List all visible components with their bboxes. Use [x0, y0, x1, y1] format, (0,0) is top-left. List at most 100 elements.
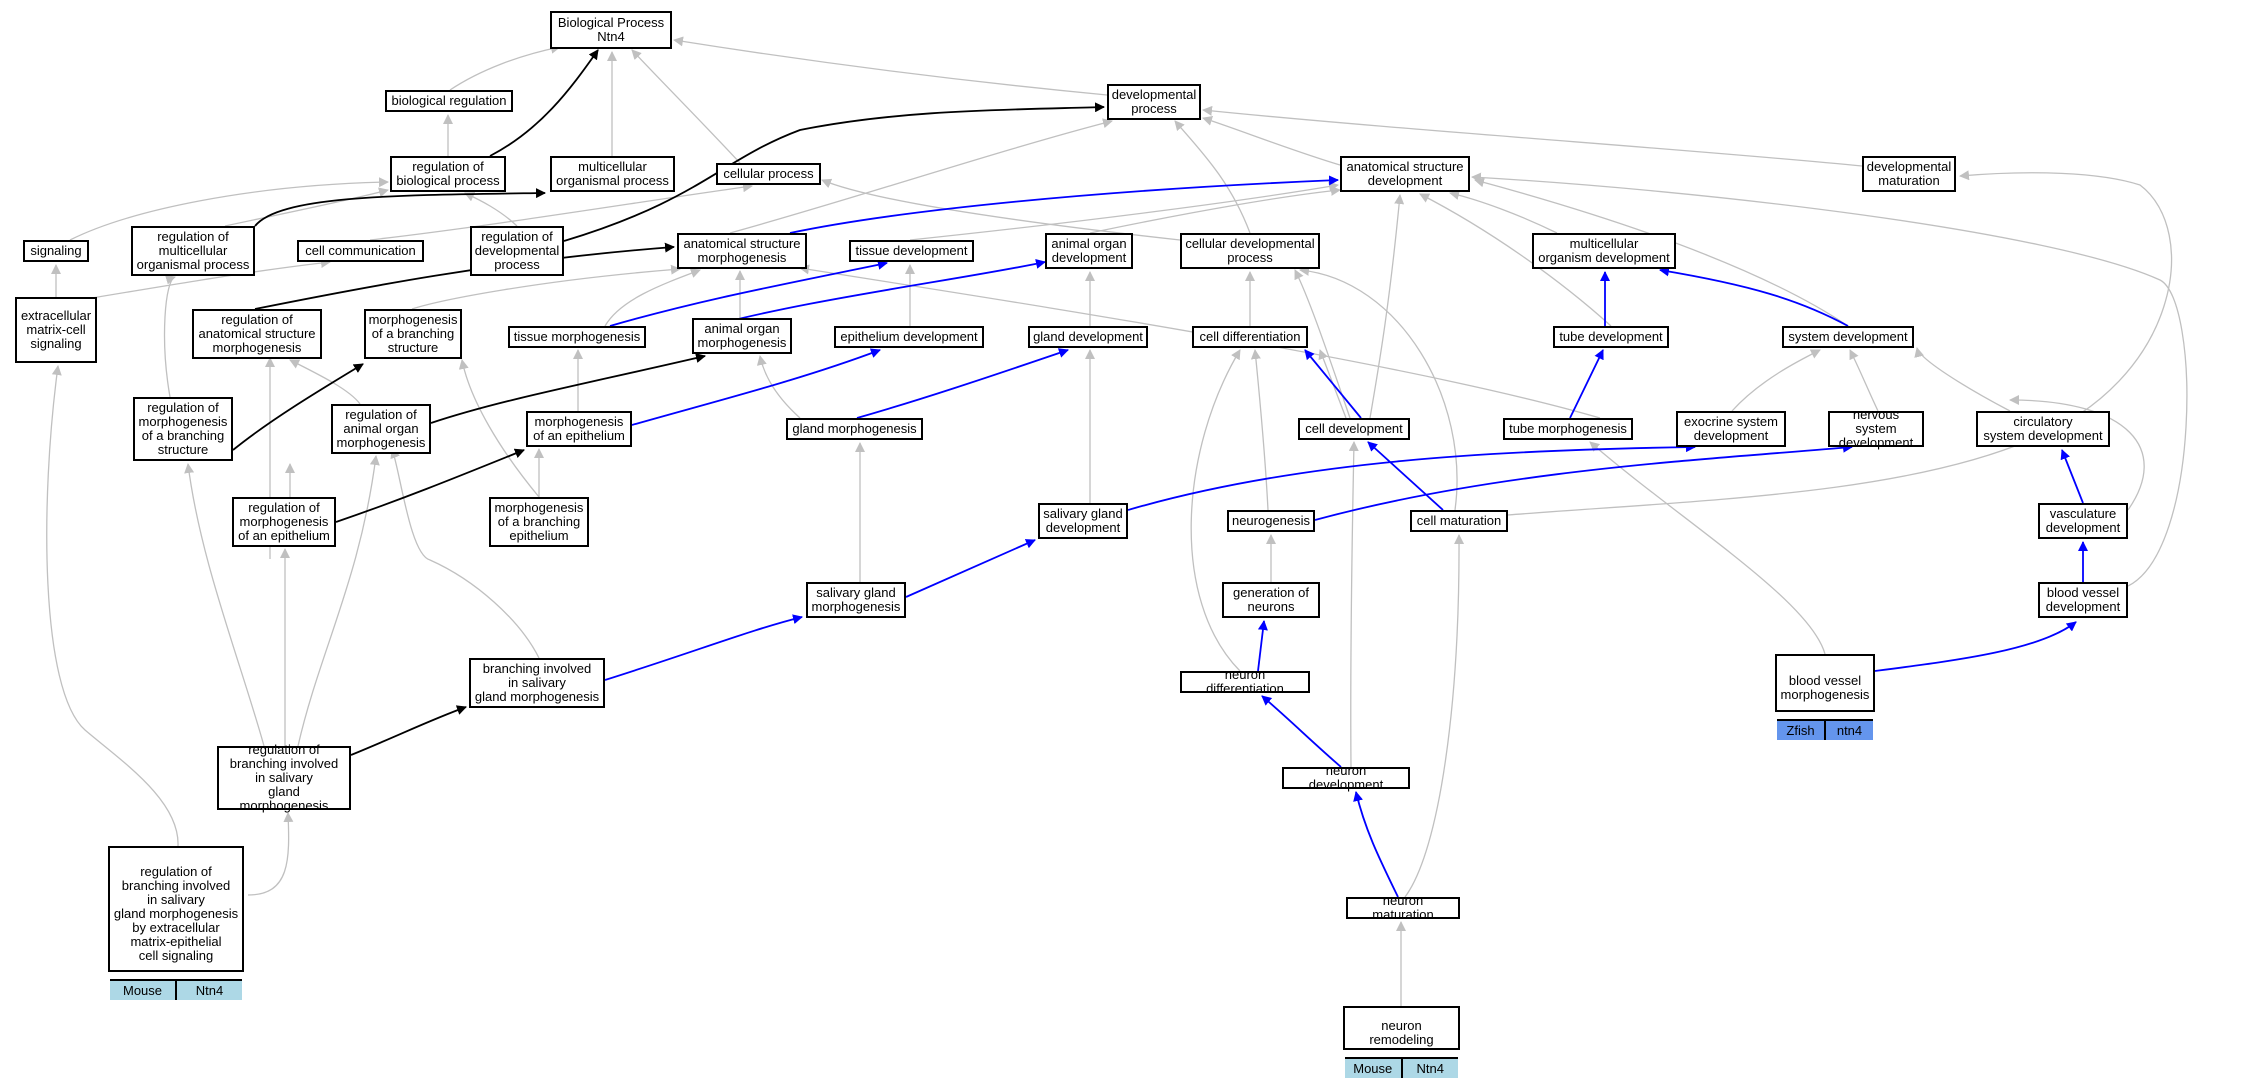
node-animal-organ-development[interactable]: animal organ development	[1045, 233, 1133, 269]
part-of-edge	[1367, 441, 1444, 511]
node-vasculature-development[interactable]: vasculature development	[2038, 503, 2128, 539]
is-a-edge	[163, 274, 176, 398]
node-cell-maturation[interactable]: cell maturation	[1410, 510, 1508, 532]
node-cellular-developmental-process[interactable]: cellular developmental process	[1180, 233, 1320, 269]
is-a-edge	[1348, 441, 1359, 768]
node-regulation-of-biological-process[interactable]: regulation of biological process	[390, 156, 506, 192]
edges	[46, 36, 2188, 1006]
node-multicellular-organismal-process[interactable]: multicellular organismal process	[550, 156, 675, 192]
node-tissue-development[interactable]: tissue development	[849, 240, 974, 262]
is-a-edge	[1849, 349, 1879, 412]
is-a-edge	[79, 258, 331, 301]
regulates-edge	[232, 363, 364, 451]
node-salivary-gland-morphogenesis[interactable]: salivary gland morphogenesis	[806, 582, 906, 618]
go-graph	[46, 36, 2188, 1006]
species-tag[interactable]: Mouse	[110, 981, 175, 1000]
gene-tag[interactable]: Ntn4	[1400, 1059, 1458, 1078]
regulates-edge	[350, 705, 467, 756]
part-of-edge	[1659, 266, 1849, 327]
is-a-edge	[2009, 395, 2145, 511]
node-cell-differentiation[interactable]: cell differentiation	[1192, 326, 1308, 348]
is-a-edge	[1589, 441, 1826, 655]
is-a-edge	[390, 448, 540, 659]
node-branching-involved-in-salivary-gland-morphogenesis[interactable]: branching involved in salivary gland mor…	[469, 658, 605, 708]
is-a-edge	[1190, 349, 1241, 672]
node-regulation-of-morphogenesis-of-an-epithelium[interactable]: regulation of morphogenesis of an epithe…	[232, 497, 336, 547]
is-a-edge	[1507, 170, 2173, 516]
gene-tag[interactable]: Ntn4	[175, 981, 242, 1000]
is-a-edge	[1369, 194, 1405, 419]
regulates-edge	[335, 448, 525, 523]
node-neurogenesis[interactable]: neurogenesis	[1227, 510, 1315, 532]
node-anatomical-structure-morphogenesis[interactable]: anatomical structure morphogenesis	[677, 233, 807, 269]
is-a-edge	[1474, 177, 1849, 327]
species-tag[interactable]: Mouse	[1345, 1059, 1401, 1078]
part-of-edge	[2060, 449, 2084, 504]
part-of-edge	[905, 539, 1036, 598]
regulates-edge	[489, 49, 599, 157]
node-anatomical-structure-development[interactable]: anatomical structure development	[1340, 156, 1470, 192]
node-neuron-development[interactable]: neuron development	[1282, 764, 1410, 792]
is-a-edge	[1089, 185, 1341, 234]
node-blood-vessel-morphogenesis[interactable]: blood vessel morphogenesis Zfish ntn4	[1775, 654, 1875, 740]
is-a-edge	[1404, 534, 1465, 898]
node-neuron-remodeling[interactable]: neuron remodeling Mouse Ntn4	[1343, 1006, 1460, 1078]
node-gland-development[interactable]: gland development	[1028, 326, 1148, 348]
species-tag[interactable]: Zfish	[1777, 721, 1824, 740]
node-regulation-of-branching-by-ecm-signaling[interactable]: regulation of branching involved in sali…	[108, 846, 244, 1000]
part-of-edge	[609, 259, 888, 327]
node-nervous-system-development[interactable]: nervous system development	[1828, 408, 1924, 450]
node-morphogenesis-of-an-epithelium[interactable]: morphogenesis of an epithelium	[526, 411, 632, 447]
node-morphogenesis-of-a-branching-epithelium[interactable]: morphogenesis of a branching epithelium	[489, 497, 589, 547]
node-generation-of-neurons[interactable]: generation of neurons	[1222, 582, 1320, 618]
node-exocrine-system-development[interactable]: exocrine system development	[1676, 411, 1786, 447]
is-a-edge	[449, 43, 561, 91]
node-regulation-of-anatomical-structure-morphogenesis[interactable]: regulation of anatomical structure morph…	[192, 309, 322, 359]
node-neuron-maturation[interactable]: neuron maturation	[1346, 894, 1460, 922]
node-developmental-process[interactable]: developmental process	[1107, 84, 1201, 120]
is-a-edge	[184, 463, 265, 747]
node-regulation-of-morphogenesis-of-a-branching-structure[interactable]: regulation of morphogenesis of a branchi…	[133, 397, 233, 461]
regulates-edge	[254, 242, 675, 310]
part-of-edge	[1261, 695, 1342, 768]
is-a-edge	[1294, 269, 1351, 419]
is-a-edge	[69, 177, 389, 241]
node-regulation-of-developmental-process[interactable]: regulation of developmental process	[470, 226, 564, 276]
node-animal-organ-morphogenesis[interactable]: animal organ morphogenesis	[692, 318, 792, 354]
node-circulatory-system-development[interactable]: circulatory system development	[1976, 411, 2110, 447]
node-neuron-differentiation[interactable]: neuron differentiation	[1180, 668, 1310, 696]
node-epithelium-development[interactable]: epithelium development	[834, 326, 984, 348]
is-a-edge	[756, 355, 801, 419]
node-regulation-of-multicellular-organismal-process[interactable]: regulation of multicellular organismal p…	[131, 226, 255, 276]
is-a-edge	[369, 182, 753, 241]
node-regulation-of-animal-organ-morphogenesis[interactable]: regulation of animal organ morphogenesis	[331, 404, 431, 454]
node-cell-development[interactable]: cell development	[1298, 418, 1410, 440]
gene-tag[interactable]: ntn4	[1824, 721, 1873, 740]
node-signaling[interactable]: signaling	[23, 240, 89, 262]
node-gland-morphogenesis[interactable]: gland morphogenesis	[786, 418, 923, 440]
node-morphogenesis-of-a-branching-structure[interactable]: morphogenesis of a branching structure	[364, 309, 462, 359]
part-of-edge	[1569, 349, 1604, 419]
part-of-edge	[1353, 791, 1399, 898]
node-system-development[interactable]: system development	[1782, 326, 1914, 348]
node-cellular-process[interactable]: cellular process	[716, 163, 821, 185]
node-salivary-gland-development[interactable]: salivary gland development	[1038, 503, 1128, 539]
part-of-edge	[1874, 621, 2077, 672]
node-extracellular-matrix-cell-signaling[interactable]: extracellular matrix-cell signaling	[15, 297, 97, 363]
node-tube-morphogenesis[interactable]: tube morphogenesis	[1503, 418, 1633, 440]
node-blood-vessel-development[interactable]: blood vessel development	[2038, 582, 2128, 618]
node-tissue-morphogenesis[interactable]: tissue morphogenesis	[508, 326, 646, 348]
node-multicellular-organism-development[interactable]: multicellular organism development	[1532, 233, 1676, 269]
node-tube-development[interactable]: tube development	[1553, 326, 1669, 348]
part-of-edge	[789, 175, 1339, 234]
is-a-edge	[909, 181, 1339, 241]
is-a-edge	[1731, 349, 1821, 412]
is-a-edge	[729, 118, 1113, 234]
is-a-edge	[1202, 105, 1863, 167]
is-a-edge	[631, 49, 741, 164]
node-biological-regulation[interactable]: biological regulation	[385, 90, 513, 112]
node-developmental-maturation[interactable]: developmental maturation	[1862, 156, 1956, 192]
node-regulation-of-branching-involved-in-salivary[interactable]: regulation of branching involved in sali…	[217, 743, 351, 813]
node-biological-process[interactable]: Biological Process Ntn4	[550, 11, 672, 49]
node-cell-communication[interactable]: cell communication	[297, 240, 424, 262]
